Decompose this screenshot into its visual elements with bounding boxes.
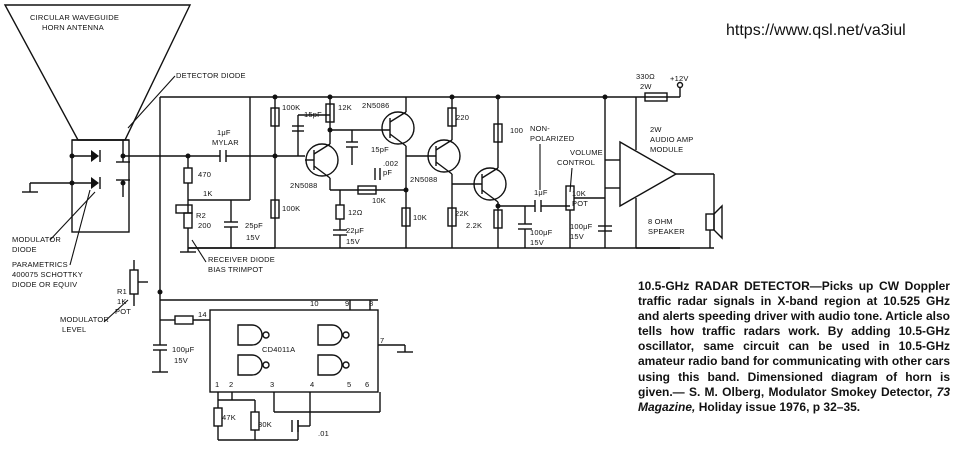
source-url[interactable]: https://www.qsl.net/va3iul [726, 22, 906, 39]
antenna-label-1: CIRCULAR WAVEGUIDE [30, 13, 119, 22]
r2-2k-label: 2.2K [466, 221, 482, 230]
pin-3: 3 [270, 380, 274, 389]
modulator-diode [72, 177, 101, 189]
transistor-q2 [381, 111, 415, 147]
r100-label: 100 [510, 126, 523, 135]
c15pf-a-label: 15pF [304, 110, 322, 119]
figure-caption: 10.5-GHz RADAR DETECTOR—Picks up CW Dopp… [638, 279, 950, 415]
nonpolarized-label-2: POLARIZED [530, 134, 575, 143]
r330-label-1: 330Ω [636, 72, 655, 81]
r12ohm-label: 12Ω [348, 208, 363, 217]
pin-8: 8 [369, 299, 373, 308]
amp-label-2: AUDIO AMP [650, 135, 693, 144]
modulator-diode-label-1: MODULATOR [12, 235, 61, 244]
caption-journal: 73 Magazine, [638, 384, 950, 414]
caption-tail: Holiday issue 1976, p 32–35. [695, 399, 861, 414]
pin-4: 4 [310, 380, 314, 389]
r100k-bottom-label: 100K [282, 204, 300, 213]
r1k-label: 1K [203, 189, 213, 198]
receiver-bias-label-1: RECEIVER DIODE [208, 255, 275, 264]
r330-label-2: 2W [640, 82, 652, 91]
q2-label: 2N5086 [362, 101, 389, 110]
speaker-label-2: SPEAKER [648, 227, 685, 236]
caption-body: —Picks up CW Doppler traffic radar signa… [638, 279, 950, 399]
c22uf-label-1: 22μF [346, 226, 364, 235]
r10k-fb-label: 10K [372, 196, 386, 205]
r1-label-3: POT [115, 307, 131, 316]
transistor-q1 [305, 143, 339, 179]
r30k-label: 30K [258, 420, 272, 429]
r2-label-1: R2 [196, 211, 206, 220]
r100k-top-label: 100K [282, 103, 300, 112]
pin-2: 2 [229, 380, 233, 389]
c100uf-b-label-1: 100μF [570, 222, 593, 231]
r1-label-1: R1 [117, 287, 127, 296]
c25pf-label-2: 15V [246, 233, 260, 242]
c01-label: .01 [318, 429, 329, 438]
pot10k-label-2: POT [572, 199, 588, 208]
cd4011a-ic [209, 309, 379, 393]
detector-diode-label: DETECTOR DIODE [176, 71, 246, 80]
parametrics-label-3: DIODE OR EQUIV [12, 280, 77, 289]
modulator-level-label-1: MODULATOR [60, 315, 109, 324]
r220-label: 220 [456, 113, 469, 122]
r470-label: 470 [198, 170, 211, 179]
c100uf-a-label-2: 15V [530, 238, 544, 247]
transistor-q4 [452, 167, 507, 203]
r1-label-2: 1K [117, 297, 127, 306]
detector-diode [72, 150, 101, 162]
pin-6: 6 [365, 380, 369, 389]
volume-control-label-1: VOLUME [570, 148, 603, 157]
pin-9: 9 [345, 299, 349, 308]
caption-title: 10.5-GHz RADAR DETECTOR [638, 279, 810, 293]
r47k-label: 47K [222, 413, 236, 422]
c15pf-b-label: 15pF [371, 145, 389, 154]
r2-label-2: 200 [198, 221, 211, 230]
parametrics-label-1: PARAMETRICS [12, 260, 68, 269]
amp-label-1: 2W [650, 125, 662, 134]
speaker-label-1: 8 OHM [648, 217, 673, 226]
amp-label-3: MODULE [650, 145, 683, 154]
speaker [705, 174, 723, 248]
receiver-bias-label-2: BIAS TRIMPOT [208, 265, 263, 274]
supply-label: +12V [670, 74, 689, 83]
c100uf-a-label-1: 100μF [530, 228, 553, 237]
q3-label: 2N5088 [410, 175, 437, 184]
horn-antenna [3, 4, 192, 233]
r22k-label: 22K [455, 209, 469, 218]
pin-1: 1 [215, 380, 219, 389]
pin-5: 5 [347, 380, 351, 389]
c25pf-label-1: 25pF [245, 221, 263, 230]
transistor-q3 [406, 139, 461, 175]
pin-7: 7 [380, 336, 384, 345]
c002-label-1: .002 [383, 159, 398, 168]
pin-10: 10 [310, 299, 319, 308]
mylar-cap-label-1: 1μF [217, 128, 231, 137]
antenna-label-2: HORN ANTENNA [42, 23, 104, 32]
c22uf-label-2: 15V [346, 237, 360, 246]
volume-control-label-2: CONTROL [557, 158, 595, 167]
modulator-diode-label-2: DIODE [12, 245, 37, 254]
pin-14: 14 [198, 310, 207, 319]
r12k-label: 12K [338, 103, 352, 112]
c100uf-b-label-2: 15V [570, 232, 584, 241]
nonpolarized-label-1: NON- [530, 124, 550, 133]
q1-label: 2N5088 [290, 181, 317, 190]
parametrics-label-2: 400075 SCHOTTKY [12, 270, 83, 279]
c100uf-ic-label-1: 100μF [172, 345, 195, 354]
c002-label-2: pF [383, 168, 392, 177]
modulator-level-label-2: LEVEL [62, 325, 86, 334]
r10k-e-label: 10K [413, 213, 427, 222]
pot10k-label-1: 10K [572, 189, 586, 198]
c1uf-np-label: 1μF [534, 188, 548, 197]
mylar-cap-label-2: MYLAR [212, 138, 239, 147]
ic-label: CD4011A [262, 345, 295, 354]
c100uf-ic-label-2: 15V [174, 356, 188, 365]
audio-amp-module [605, 97, 714, 208]
